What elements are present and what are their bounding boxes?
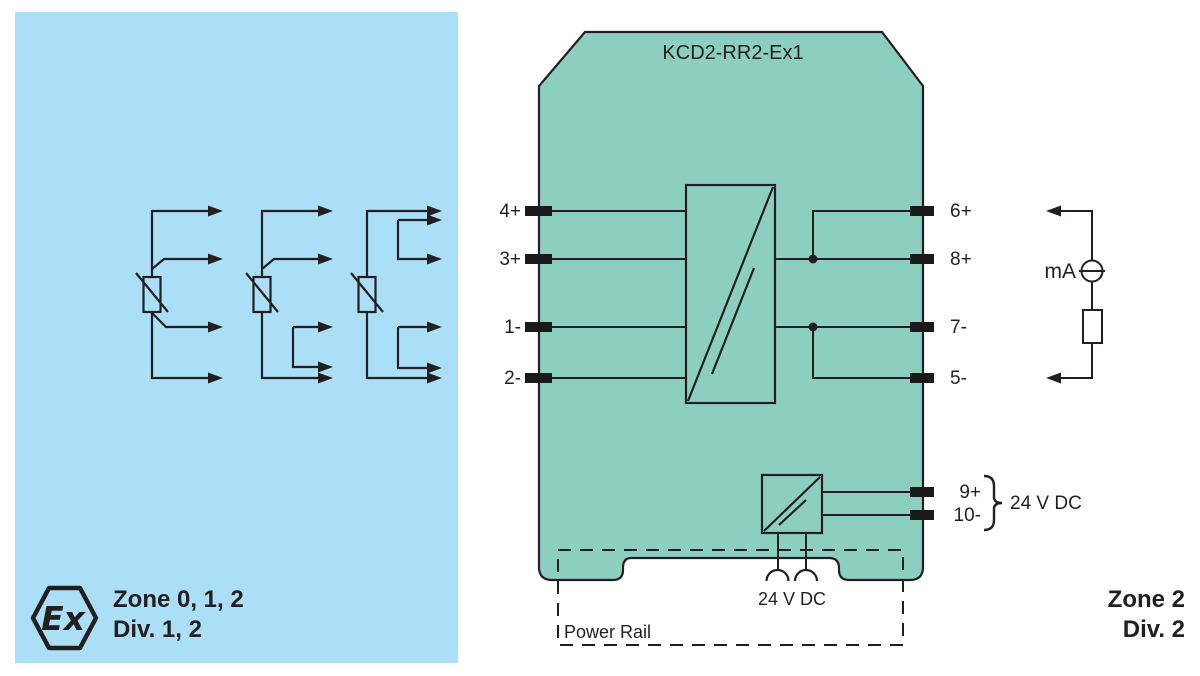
terminal-3p (525, 254, 552, 264)
junction-dot (808, 254, 818, 264)
input-terminal-label-4p: 4+ (499, 201, 521, 222)
rtd-2-wire-symbol (350, 205, 442, 384)
ex-logo-text: Ex (41, 599, 87, 638)
rtd-resistor-body (142, 275, 162, 314)
load-resistor (1082, 309, 1103, 344)
isolator-diagonal (686, 186, 775, 402)
terminal-5m (910, 373, 934, 383)
power-box-diagonal (763, 476, 821, 532)
terminal-8p (910, 254, 934, 264)
terminal-1m (525, 322, 552, 332)
output-wires (775, 210, 910, 379)
rtd-resistor-body (357, 275, 377, 314)
terminal-4p (525, 206, 552, 216)
hazardous-area-panel (15, 12, 458, 663)
power-supply-voltage-label: 24 V DC (1010, 493, 1082, 514)
rtd-diagonal-stroke (245, 272, 279, 313)
rtd-resistor-body (252, 275, 272, 314)
terminal-9p (910, 487, 934, 497)
power-terminals (910, 487, 934, 520)
module-title: KCD2-RR2-Ex1 (662, 42, 804, 64)
output-terminals (910, 206, 934, 383)
isolator-box (684, 183, 777, 405)
input-terminal-label-2m: 2- (504, 368, 521, 389)
rtd-diagonal-stroke (350, 272, 384, 313)
ex-logo-hexagon (30, 585, 99, 651)
rtd-4-wire-symbol (135, 205, 223, 384)
safe-zone-label: Zone 2 (1107, 586, 1185, 613)
isolator-diagonal-short (710, 267, 756, 375)
rtd-3-wire-wires (260, 209, 319, 380)
rtd-diagonal-stroke (135, 272, 169, 313)
power-terminal-label-10m: 10- (953, 505, 981, 526)
power-terminal-label-9p: 9+ (959, 482, 981, 503)
hazardous-division-label: Div. 1, 2 (113, 616, 202, 643)
power-box-diagonal-short (778, 499, 807, 526)
rail-contact-arc (793, 568, 819, 582)
wire-arrowheads (318, 205, 333, 384)
rtd-2-wire-wires (365, 209, 428, 380)
power-rail-dashed-box (557, 549, 904, 646)
ex-certification-logo: Ex (30, 585, 99, 651)
meter-label: mA (1044, 260, 1077, 283)
rtd-3-wire-symbol (245, 205, 333, 384)
power-supply-symbol (760, 473, 824, 535)
input-terminal-label-3p: 3+ (499, 249, 521, 270)
hazardous-zone-label: Zone 0, 1, 2 (113, 586, 244, 613)
junction-dots (808, 254, 818, 332)
terminal-10m (910, 510, 934, 520)
power-wires (777, 491, 910, 569)
wire-arrowheads (427, 205, 442, 384)
terminal-7m (910, 322, 934, 332)
power-rail-voltage-label: 24 V DC (757, 589, 827, 609)
terminal-6p (910, 206, 934, 216)
wire-arrowheads (208, 205, 223, 384)
junction-dot (808, 322, 818, 332)
power-rail-contacts (765, 568, 819, 582)
rtd-4-wire-wires (150, 209, 209, 380)
current-output-load (1046, 205, 1105, 384)
output-terminal-label-8p: 8+ (950, 249, 972, 270)
power-rail-outline (557, 549, 904, 646)
input-terminals (525, 206, 552, 383)
rail-contact-arc (765, 568, 790, 582)
power-brace (983, 474, 1003, 532)
output-terminal-label-5m: 5- (950, 368, 967, 389)
output-terminal-label-6p: 6+ (950, 201, 972, 222)
terminal-2m (525, 373, 552, 383)
load-branch-wires (1060, 210, 1093, 379)
module-body (537, 30, 925, 582)
output-terminal-label-7m: 7- (950, 317, 967, 338)
safe-division-label: Div. 2 (1122, 616, 1185, 643)
power-rail-label: Power Rail (564, 622, 652, 642)
load-arrowheads (1046, 205, 1061, 384)
input-wires (552, 210, 686, 379)
module-housing-outline (537, 30, 925, 582)
isolation-amplifier-symbol (684, 183, 777, 405)
power-box (760, 473, 824, 535)
input-terminal-label-1m: 1- (504, 317, 521, 338)
